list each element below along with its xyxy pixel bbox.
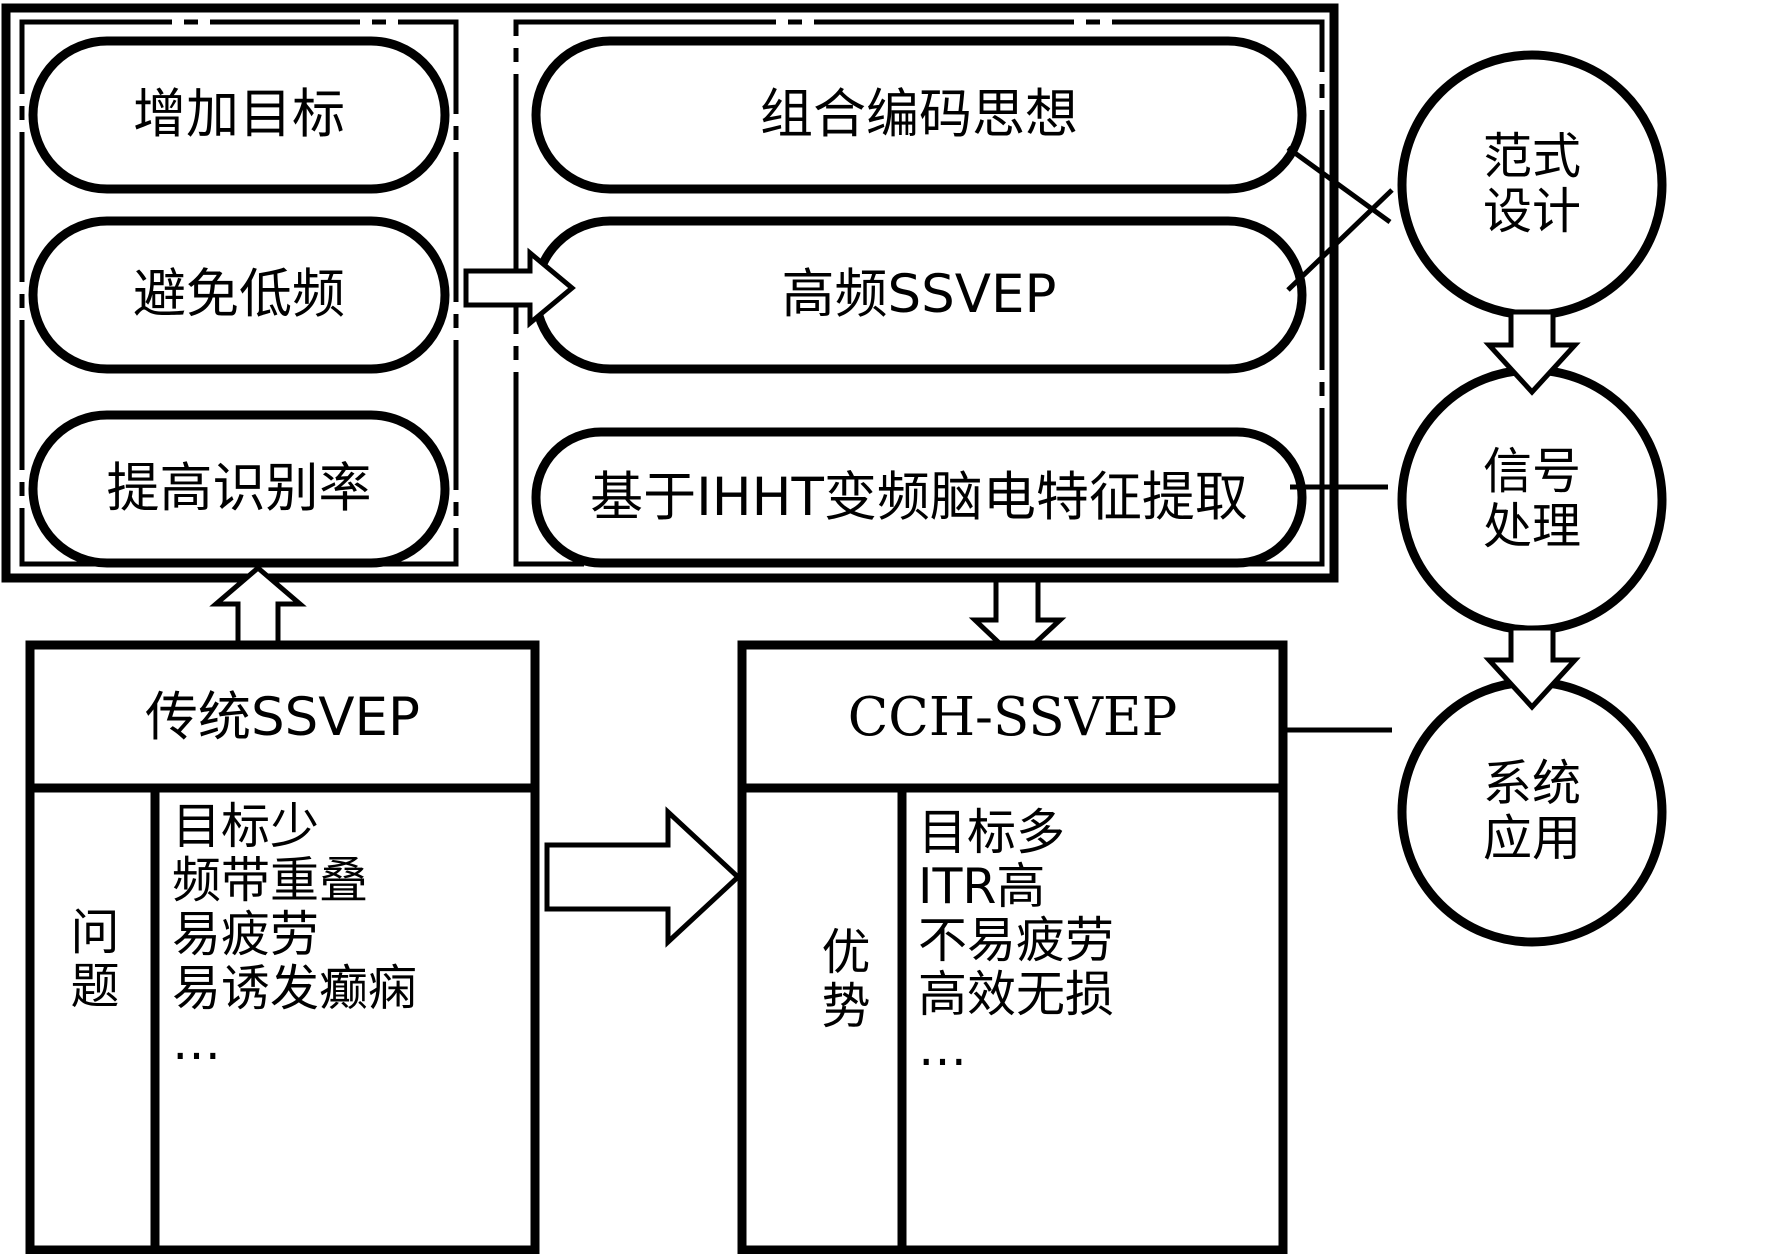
highssvep-to-paradigm-line [1286,188,1394,292]
pill-raise-acc[interactable] [28,410,450,568]
cch-ssvep-title: CCH-SSVEP [847,687,1178,749]
traditional-ssvep-items: 目标少 频带重叠 易疲劳 易诱发癫痫 … [172,798,418,1071]
top-outer-container [1,3,1339,583]
cch-ssvep-items: 目标多 ITR高 不易疲劳 高效无损 … [918,804,1115,1077]
pill-label-combo-coding: 组合编码思想 [760,84,1078,146]
pill-label-raise-acc: 提高识别率 [106,458,372,520]
pill-avoid-lowfreq[interactable] [28,216,450,374]
traditional-ssvep-box[interactable] [25,640,540,1254]
traditional-to-top-arrow [209,564,307,647]
left-to-right-arrow [463,247,576,329]
pill-combo-coding[interactable] [531,36,1307,194]
pill-add-target[interactable] [28,36,450,194]
cch-ssvep-category: 优 势 [821,924,871,1035]
traditional-ssvep-title: 传统SSVEP [145,687,420,749]
combo-to-paradigm-line [1286,145,1392,225]
pill-label-add-target: 增加目标 [133,84,345,146]
pill-label-avoid-lowfreq: 避免低频 [133,264,345,326]
cch-ssvep-box[interactable] [737,640,1288,1254]
traditional-ssvep-category: 问 题 [70,904,120,1015]
paradigm-to-signal-arrow [1483,309,1581,396]
circle-label-paradigm-design: 范式 设计 [1482,128,1581,240]
pill-label-ihht-feature: 基于IHHT变频脑电特征提取 [590,466,1248,528]
circle-label-signal-processing: 信号 处理 [1482,443,1581,555]
pill-label-high-ssvep: 高频SSVEP [781,264,1057,326]
signal-to-system-arrow [1483,625,1581,711]
traditional-to-cch-arrow [544,806,742,948]
pill-ihht-feature[interactable] [531,427,1307,568]
top-to-cch-arrow [968,577,1067,664]
circle-label-system-application: 系统 应用 [1482,755,1581,867]
